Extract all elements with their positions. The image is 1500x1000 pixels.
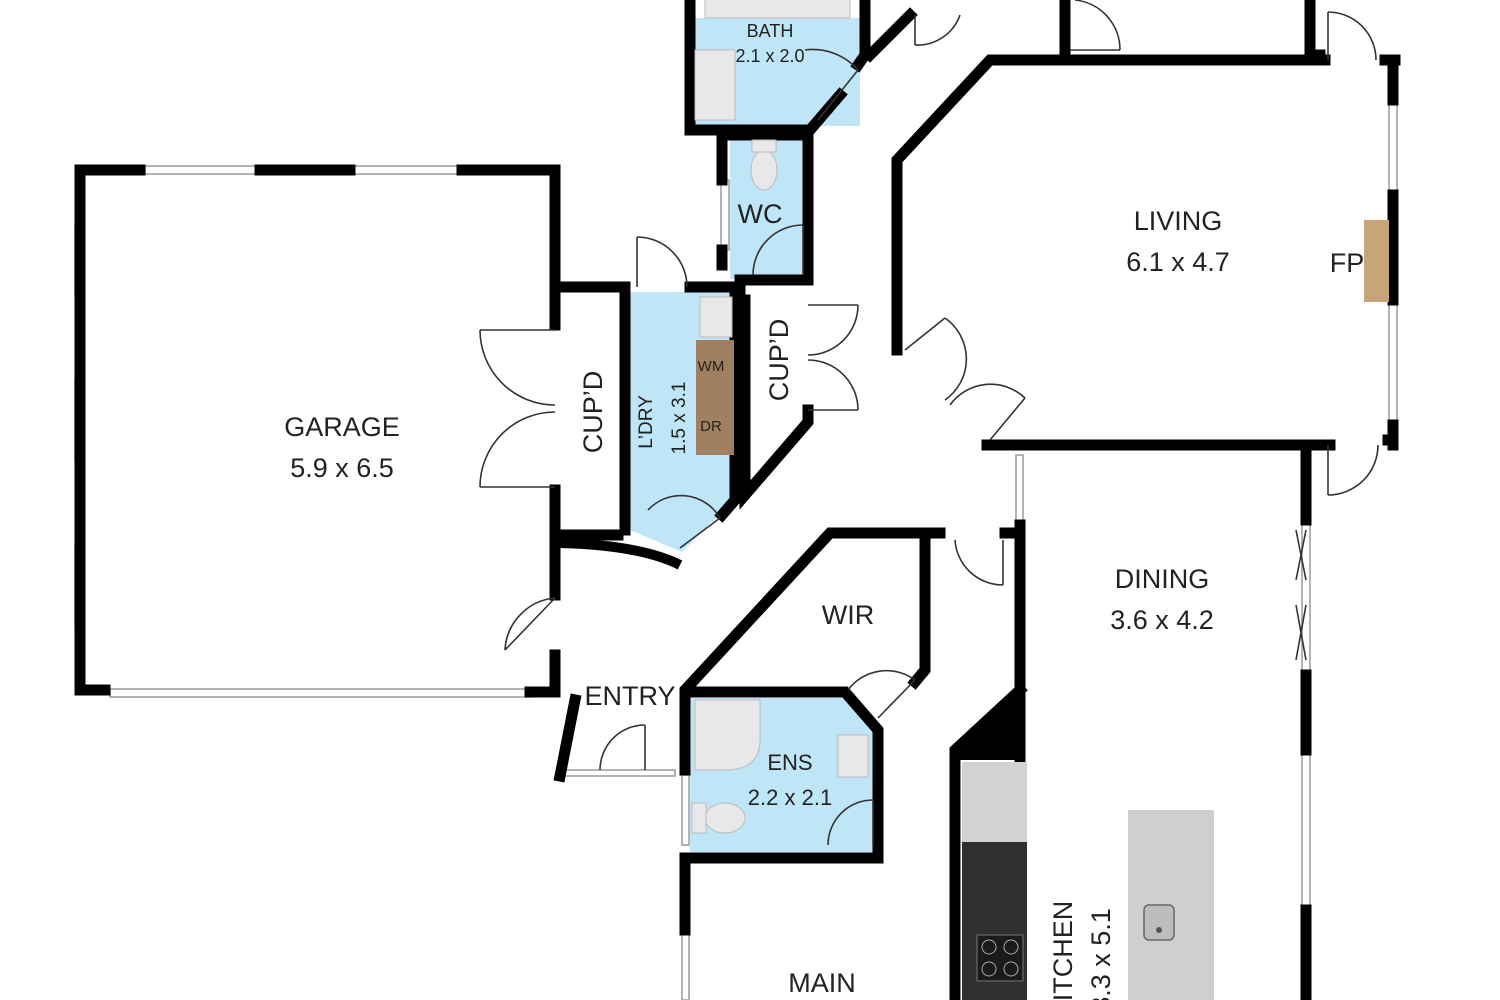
ensuite-toilet-icon — [704, 802, 746, 834]
washing-machine-block — [696, 340, 734, 455]
ensuite-cistern-icon — [691, 802, 707, 834]
fireplace-hearth — [1364, 220, 1389, 302]
garage-window-top-2 — [349, 165, 463, 175]
entry-label: ENTRY — [584, 681, 675, 711]
kitchen-name: KITCHEN — [1048, 901, 1078, 1000]
dining-size: 3.6 x 4.2 — [1110, 605, 1214, 635]
dining-name: DINING — [1115, 564, 1210, 594]
garage-window-top-1 — [144, 165, 261, 175]
toilet-icon — [750, 149, 778, 191]
main-window — [681, 929, 690, 1000]
ensuite-door[interactable] — [827, 799, 874, 846]
wc-door[interactable] — [752, 224, 804, 276]
laundry-door[interactable] — [647, 494, 721, 549]
shower-icon — [694, 699, 761, 771]
garage-entry-door[interactable] — [504, 597, 556, 651]
ensuite-name: ENS — [767, 750, 812, 775]
living-size: 6.1 x 4.7 — [1126, 247, 1230, 277]
main-corridor-door[interactable] — [954, 539, 1004, 586]
wir-label: WIR — [822, 600, 874, 630]
ensuite-window — [681, 774, 690, 846]
living-double-door[interactable] — [904, 317, 1026, 441]
toilet-cistern-icon — [751, 139, 777, 153]
dining-window-right-2 — [1301, 749, 1311, 911]
top-room-door[interactable] — [1070, 0, 1121, 51]
laundry-fixtures — [696, 296, 734, 455]
cooktop-icon — [976, 934, 1024, 982]
wc-label: WC — [738, 199, 783, 229]
wc-fixtures — [750, 139, 778, 191]
dryer-label: DR — [700, 418, 722, 435]
dining-external-door[interactable] — [1327, 444, 1379, 496]
kitchen-wall-block — [960, 695, 1020, 760]
cupboard-double-door[interactable] — [807, 304, 859, 411]
garage-door-opening — [109, 688, 531, 698]
entry-sidelight — [564, 769, 676, 777]
living-window-right-2 — [1388, 299, 1398, 426]
living-external-door[interactable] — [1327, 11, 1377, 61]
laundry-size: 1.5 x 3.1 — [669, 382, 690, 455]
fireplace-label: FP — [1330, 248, 1365, 278]
laundry-name: L’DRY — [636, 395, 657, 449]
main-label: MAIN — [788, 968, 856, 998]
bath-door[interactable] — [804, 48, 859, 121]
ensuite-fixtures — [691, 699, 869, 834]
dining-sliding-doors[interactable] — [1295, 529, 1307, 661]
bath-name: BATH — [747, 21, 794, 41]
kitchen-window-left — [1015, 454, 1024, 526]
sink-icon — [1143, 904, 1175, 941]
wir-door[interactable] — [847, 669, 916, 719]
vanity-icon — [694, 49, 736, 121]
living-name: LIVING — [1134, 206, 1223, 236]
room-labels: GARAGE 5.9 x 6.5 LIVING 6.1 x 4.7 FP DIN… — [284, 21, 1364, 1000]
laundry-external-door[interactable] — [636, 236, 688, 288]
entry-door[interactable] — [599, 724, 646, 771]
ensuite-vanity-icon — [837, 734, 869, 778]
bath-fixtures — [694, 0, 851, 121]
bathtub-icon — [704, 0, 851, 19]
garage-size: 5.9 x 6.5 — [290, 453, 394, 483]
washing-machine-label: WM — [698, 358, 725, 375]
kitchen-bench-light — [962, 762, 1027, 842]
living-window-right-1 — [1388, 99, 1398, 196]
cupboard-left-label: CUP’D — [578, 371, 608, 454]
garage-name: GARAGE — [284, 412, 400, 442]
bath-size: 2.1 x 2.0 — [735, 46, 804, 66]
ensuite-size: 2.2 x 2.1 — [748, 785, 832, 810]
kitchen-size: 3.3 x 5.1 — [1086, 908, 1116, 1000]
cupboard-right-label: CUP’D — [764, 319, 794, 402]
wc-window — [720, 179, 730, 251]
doors — [479, 0, 1379, 846]
garage-double-door[interactable] — [479, 329, 556, 488]
external-door-top[interactable] — [914, 14, 961, 46]
laundry-tub-icon — [699, 296, 733, 338]
